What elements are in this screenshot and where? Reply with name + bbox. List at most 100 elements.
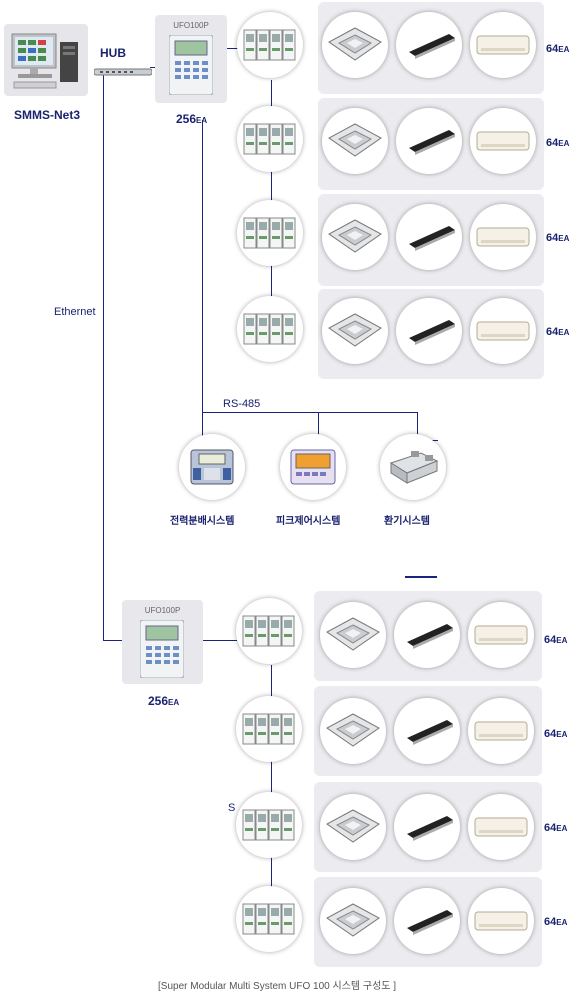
top-controller: UFO100P <box>155 15 227 103</box>
pc-workstation <box>4 24 88 96</box>
cassette-unit-icon <box>326 617 380 651</box>
peak-control-circle <box>280 434 346 500</box>
ceiling-unit-icon <box>407 720 453 745</box>
bottom-controller-count-num: 256 <box>148 694 169 708</box>
outdoor-unit-circle <box>237 200 303 266</box>
controller-icon <box>169 35 213 95</box>
row-count-num: 64 <box>544 728 557 740</box>
bottom-controller-to-odu-line <box>203 640 237 641</box>
outdoor-unit-circle <box>236 792 302 858</box>
ceiling-unit-circle <box>396 204 462 270</box>
row-count: 64EA <box>544 916 567 928</box>
wall-unit-icon <box>476 131 530 151</box>
row-count-num: 64 <box>546 326 559 338</box>
outdoor-unit-icon <box>243 217 296 249</box>
peak-controller-icon <box>290 449 336 485</box>
outdoor-unit-circle <box>236 696 302 762</box>
wall-unit-circle <box>470 12 536 78</box>
wall-unit-circle <box>468 698 534 764</box>
rs485-drop-2 <box>318 412 319 434</box>
cassette-unit-circle <box>320 698 386 764</box>
outdoor-unit-icon <box>242 809 295 841</box>
hub-device <box>93 63 153 76</box>
s-label: S <box>228 802 236 814</box>
top-controller-title: UFO100P <box>173 21 209 30</box>
ceiling-unit-circle <box>394 698 460 764</box>
row-count: 64EA <box>544 728 567 740</box>
outdoor-unit-circle <box>237 296 303 362</box>
outdoor-unit-icon <box>242 615 295 647</box>
cassette-unit-circle <box>320 602 386 668</box>
cassette-unit-circle <box>322 108 388 174</box>
row-count-num: 64 <box>546 232 559 244</box>
wall-unit-icon <box>474 817 528 837</box>
hub-label: HUB <box>100 46 126 60</box>
bottom-controller-count: 256EA <box>148 694 179 708</box>
bottom-odu-vertical-line <box>271 665 272 910</box>
wall-unit-icon <box>474 625 528 645</box>
wall-unit-icon <box>476 227 530 247</box>
wall-unit-icon <box>474 911 528 931</box>
rs485-drop-3 <box>417 412 418 434</box>
bottom-controller-title: UFO100P <box>144 606 181 615</box>
ethernet-vertical-line <box>103 72 104 640</box>
row-count: 64EA <box>546 232 569 244</box>
cassette-unit-circle <box>320 888 386 954</box>
row-count: 64EA <box>544 822 567 834</box>
outdoor-unit-icon <box>243 313 296 345</box>
cassette-unit-icon <box>328 27 382 61</box>
outdoor-unit-icon <box>243 123 296 155</box>
rs485-horizontal-line <box>202 412 418 413</box>
outdoor-unit-icon <box>242 713 295 745</box>
row-count-num: 64 <box>544 634 557 646</box>
cassette-unit-icon <box>326 809 380 843</box>
power-meter-icon <box>190 449 234 485</box>
outdoor-unit-circle <box>236 598 302 664</box>
wall-unit-icon <box>476 321 530 341</box>
ceiling-unit-icon <box>409 130 455 155</box>
peak-control-label: 피크제어시스템 <box>276 516 341 527</box>
row-count: 64EA <box>546 137 569 149</box>
row-count-num: 64 <box>546 43 559 55</box>
row-count-unit: EA <box>558 139 570 148</box>
outdoor-unit-circle <box>237 106 303 172</box>
outdoor-unit-circle <box>236 886 302 952</box>
ceiling-unit-circle <box>394 794 460 860</box>
cassette-unit-icon <box>328 123 382 157</box>
top-controller-count-num: 256 <box>176 112 197 126</box>
wall-unit-circle <box>468 888 534 954</box>
row-count-unit: EA <box>558 328 570 337</box>
ceiling-unit-circle <box>394 888 460 954</box>
row-count-unit: EA <box>558 234 570 243</box>
wall-unit-icon <box>474 721 528 741</box>
outdoor-unit-icon <box>243 29 296 61</box>
controller-icon <box>140 620 184 678</box>
diagram-caption: [Super Modular Multi System UFO 100 시스템 … <box>158 981 397 992</box>
bottom-controller: UFO100P <box>122 600 203 684</box>
ceiling-unit-circle <box>396 12 462 78</box>
rs485-short-tick <box>432 440 438 441</box>
ventilation-unit-icon <box>389 451 439 484</box>
wall-unit-circle <box>470 204 536 270</box>
cassette-unit-circle <box>322 12 388 78</box>
rs485-label: RS-485 <box>223 398 261 410</box>
ceiling-unit-icon <box>409 34 455 59</box>
hub-icon <box>93 68 153 76</box>
wall-unit-icon <box>476 35 530 55</box>
ceiling-unit-icon <box>407 816 453 841</box>
wall-unit-circle <box>470 108 536 174</box>
row-count-num: 64 <box>546 137 559 149</box>
power-distribution-label: 전력분배시스템 <box>170 516 235 527</box>
row-count-num: 64 <box>544 916 557 928</box>
row-count-unit: EA <box>556 636 568 645</box>
row-count: 64EA <box>546 43 569 55</box>
ceiling-unit-icon <box>407 624 453 649</box>
row-count: 64EA <box>546 326 569 338</box>
bottom-controller-count-unit: EA <box>168 698 180 707</box>
ceiling-unit-circle <box>396 298 462 364</box>
wall-unit-circle <box>468 794 534 860</box>
ceiling-unit-circle <box>394 602 460 668</box>
ventilation-circle <box>380 434 446 500</box>
wall-unit-circle <box>468 602 534 668</box>
cassette-unit-icon <box>328 219 382 253</box>
